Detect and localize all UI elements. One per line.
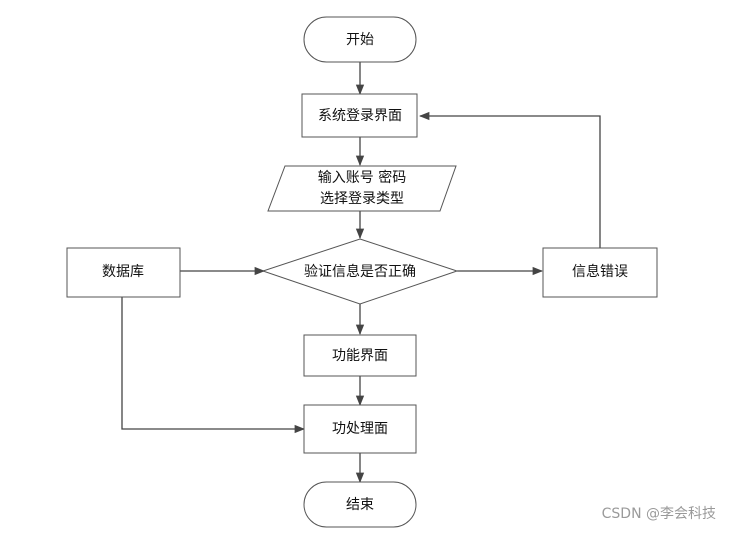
node-end-label: 结束 <box>346 497 374 513</box>
node-verify: 验证信息是否正确 <box>261 238 459 305</box>
node-database: 数据库 <box>66 247 181 298</box>
edge-error-to-login <box>418 111 601 248</box>
node-info-error-label: 信息错误 <box>572 263 628 280</box>
node-function-screen: 功能界面 <box>303 334 417 377</box>
node-database-label: 数据库 <box>102 264 144 280</box>
node-function-process-label: 功处理面 <box>332 421 388 437</box>
node-start-label: 开始 <box>346 32 374 48</box>
watermark: CSDN @李会科技 <box>602 506 716 522</box>
node-verify-label: 验证信息是否正确 <box>304 263 416 280</box>
node-input-label-line1: 输入账号 密码 <box>318 169 406 186</box>
node-info-error: 信息错误 <box>542 247 658 298</box>
node-login-screen: 系统登录界面 <box>301 93 418 138</box>
node-input-label-line2: 选择登录类型 <box>320 191 404 207</box>
edge-database-to-process <box>121 297 306 434</box>
node-function-process: 功处理面 <box>303 404 417 454</box>
node-start: 开始 <box>303 16 417 63</box>
node-function-screen-label: 功能界面 <box>332 348 388 364</box>
node-login-screen-label: 系统登录界面 <box>318 108 402 124</box>
node-input: 输入账号 密码 选择登录类型 <box>267 165 457 212</box>
node-end: 结束 <box>303 481 417 528</box>
